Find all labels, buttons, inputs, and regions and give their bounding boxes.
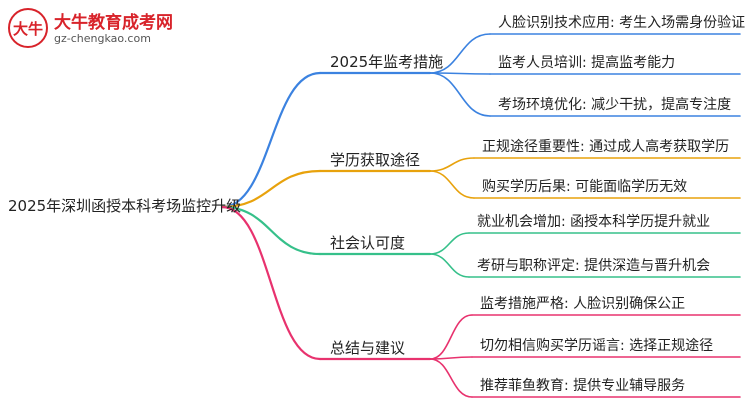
leaf-node: 购买学历后果: 可能面临学历无效 xyxy=(482,179,688,195)
root-to-branch-connector xyxy=(220,205,322,361)
leaf-node: 切勿相信购买学历谣言: 选择正规途径 xyxy=(480,338,714,354)
leaf-node: 正规途径重要性: 通过成人高考获取学历 xyxy=(482,139,730,155)
leaf-node: 就业机会增加: 函授本科学历提升就业 xyxy=(477,214,711,230)
leaf-node: 考研与职称评定: 提供深造与晋升机会 xyxy=(477,258,711,274)
root-to-branch-connector xyxy=(220,205,322,256)
logo-url: gz-chengkao.com xyxy=(54,32,151,45)
logo-title: 大牛教育成考网 xyxy=(54,13,173,33)
site-logo: 大牛 大牛教育成考网 gz-chengkao.com xyxy=(8,6,208,54)
branch-to-leaf-connector xyxy=(429,232,470,255)
leaf-node: 监考人员培训: 提高监考能力 xyxy=(498,55,676,71)
root-to-branch-connector xyxy=(220,169,322,209)
branch-to-leaf-connector xyxy=(429,358,473,398)
branch-to-leaf-connector xyxy=(429,253,470,278)
leaf-node: 考场环境优化: 减少干扰，提高专注度 xyxy=(498,97,732,113)
branch-node: 学历获取途径 xyxy=(330,151,421,169)
leaf-node: 监考措施严格: 人脸识别确保公正 xyxy=(480,296,686,312)
root-to-branch-connector xyxy=(220,71,322,209)
branch-to-leaf-connector xyxy=(429,72,491,117)
branch-to-leaf-connector xyxy=(429,314,473,360)
branch-to-leaf-connector xyxy=(429,157,475,172)
branch-to-leaf-connector xyxy=(429,33,491,74)
branch-node: 2025年监考措施 xyxy=(330,53,444,71)
branch-to-leaf-connector xyxy=(429,170,475,199)
branch-node: 总结与建议 xyxy=(330,339,406,357)
root-node: 2025年深圳函授本科考场监控升级 xyxy=(8,197,242,215)
branch-node: 社会认可度 xyxy=(330,234,406,252)
leaf-node: 推荐菲鱼教育: 提供专业辅导服务 xyxy=(480,378,686,394)
leaf-node: 人脸识别技术应用: 考生入场需身份验证 xyxy=(498,15,746,31)
logo-badge-icon: 大牛 xyxy=(8,8,48,48)
